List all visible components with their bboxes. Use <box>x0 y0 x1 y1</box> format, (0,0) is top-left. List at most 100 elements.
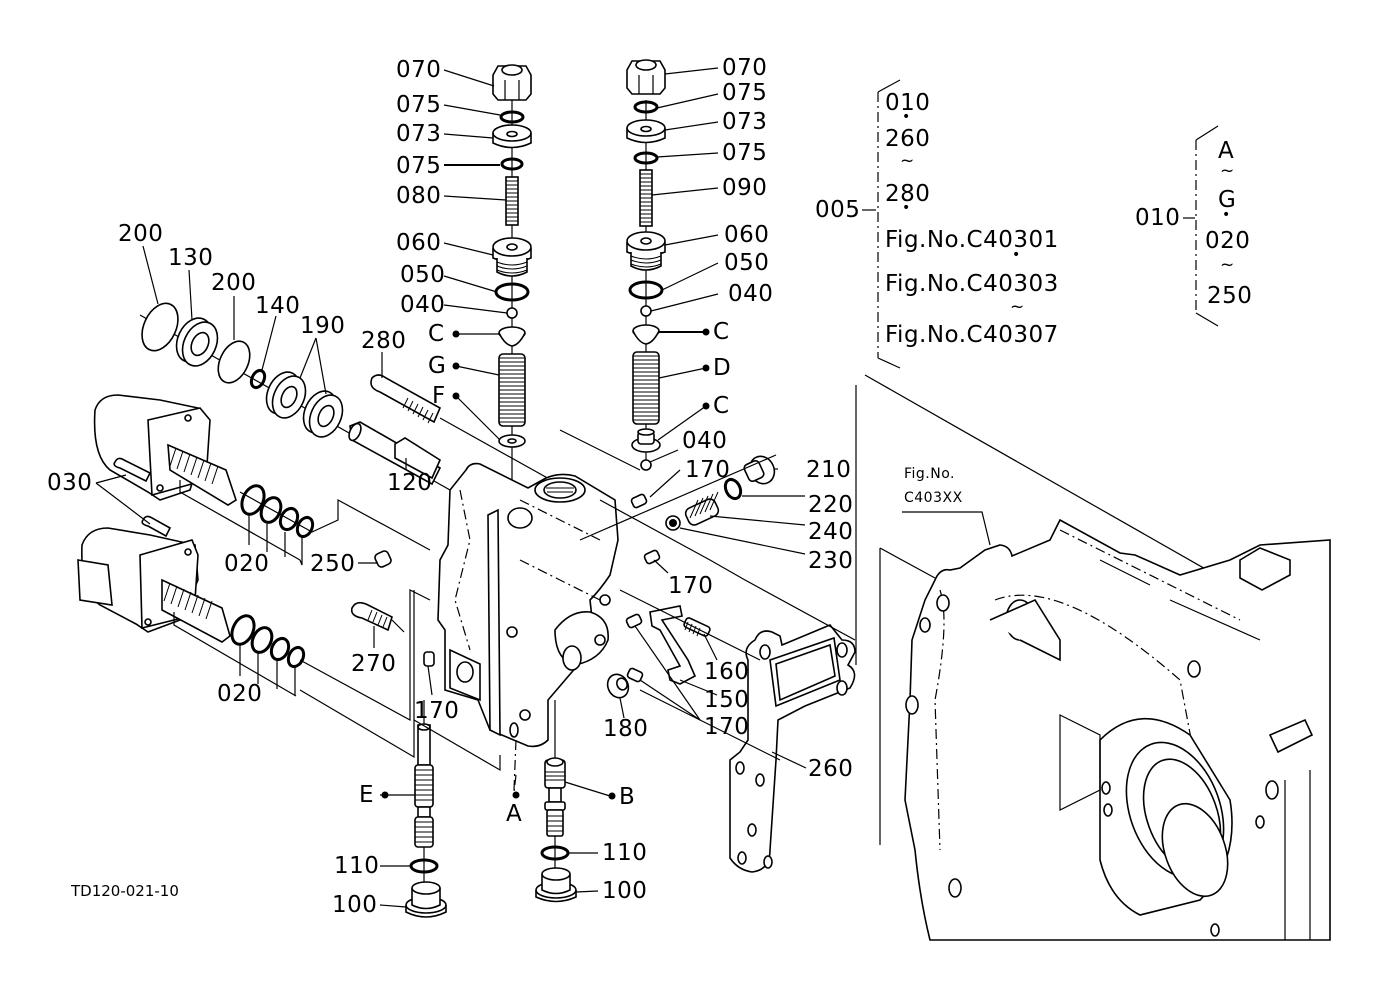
ball-040-right <box>640 305 652 317</box>
label-100-right: 100 <box>602 878 648 904</box>
label-060-right: 060 <box>724 222 770 248</box>
label-170-top: 170 <box>685 457 731 483</box>
shaft-120 <box>348 421 442 486</box>
ball-040-left <box>506 307 518 319</box>
gasket-plate-260 <box>729 624 856 873</box>
label-110-left: 110 <box>334 853 380 879</box>
group-005-item-2: 260 <box>885 126 931 152</box>
label-200-outer: 200 <box>118 221 164 247</box>
plug-100-right <box>535 867 577 903</box>
label-073-left: 073 <box>396 121 442 147</box>
plug-210 <box>743 455 776 485</box>
cap-nut-070-right <box>626 59 666 95</box>
plug-100-left <box>405 881 447 918</box>
label-220: 220 <box>808 492 854 518</box>
label-230: 230 <box>808 548 854 574</box>
label-E: E <box>359 782 375 808</box>
group-005-item-6: Fig.No.C40301 <box>885 227 1059 253</box>
label-030: 030 <box>47 470 93 496</box>
label-170-lower: 170 <box>704 714 750 740</box>
label-050-right: 050 <box>724 250 770 276</box>
label-075-right-lower: 075 <box>722 140 768 166</box>
group-010-item-2: G <box>1218 187 1237 213</box>
group-005-sep-9: ~ <box>1010 297 1025 317</box>
spring-G <box>498 353 526 427</box>
group-010-bracket <box>1183 125 1219 327</box>
o-ring-075-left-upper <box>499 110 525 124</box>
label-040-right-lower: 040 <box>682 428 728 454</box>
label-130: 130 <box>168 245 214 271</box>
label-100-left: 100 <box>332 892 378 918</box>
plug-230 <box>665 515 681 531</box>
figure-ref-code: C403XX <box>904 490 963 506</box>
right-relief-valve-stack <box>626 59 666 471</box>
plug-060-left <box>492 237 532 277</box>
plug-170-top <box>630 493 648 509</box>
label-F: F <box>432 383 446 409</box>
shaft-bearing-assembly <box>139 302 451 491</box>
label-170-mid: 170 <box>668 573 714 599</box>
seat-C-right-lower <box>631 428 661 453</box>
label-D: D <box>713 355 732 381</box>
group-005-sep-3: ~ <box>900 151 915 171</box>
group-005-item-10: Fig.No.C40307 <box>885 322 1059 348</box>
group-010-sep-1: ~ <box>1220 161 1235 181</box>
adjust-screw-090 <box>639 169 653 227</box>
nut-073-left <box>492 124 532 149</box>
label-270: 270 <box>351 651 397 677</box>
o-ring-075-right-upper <box>633 100 659 114</box>
callout-dots <box>381 328 710 800</box>
group-005-item-8: Fig.No.C40303 <box>885 271 1059 297</box>
label-090: 090 <box>722 175 768 201</box>
valve-body-housing <box>437 462 619 748</box>
group-010-item-4: 020 <box>1205 228 1251 254</box>
plug-170-lower-b <box>626 667 644 683</box>
o-rings-020-lower <box>173 612 306 697</box>
solenoid-valve-upper <box>93 394 237 506</box>
label-210: 210 <box>806 457 852 483</box>
plug-170-lower-a <box>625 613 643 629</box>
label-C-right-upper: C <box>713 319 730 345</box>
label-110-right: 110 <box>602 840 648 866</box>
label-G: G <box>428 353 447 379</box>
bolt-270 <box>350 601 393 632</box>
bracket-150 <box>649 605 697 685</box>
adjust-screw-080 <box>505 176 519 226</box>
label-020-upper: 020 <box>224 551 270 577</box>
oil-seal-130 <box>175 317 219 367</box>
label-020-lower: 020 <box>217 681 263 707</box>
label-280: 280 <box>361 328 407 354</box>
label-040-right: 040 <box>728 281 774 307</box>
label-190: 190 <box>300 313 346 339</box>
label-050-left: 050 <box>400 262 446 288</box>
group-005-bracket <box>862 79 901 369</box>
bolt-280 <box>370 374 561 486</box>
plug-060-right <box>626 231 666 271</box>
group-010-item-6: 250 <box>1207 283 1253 309</box>
label-C-left: C <box>428 321 445 347</box>
seat-C-right-upper <box>632 324 660 345</box>
label-260: 260 <box>808 756 854 782</box>
label-120: 120 <box>387 470 433 496</box>
group-005-item-0: 010 <box>885 90 931 116</box>
cap-nut-070-left <box>492 64 532 101</box>
group-005-sep-5: • <box>902 200 911 216</box>
label-060-left: 060 <box>396 230 442 256</box>
group-005-key: 005 <box>815 197 861 223</box>
drawing-code: TD120-021-10 <box>71 882 179 900</box>
group-010-sep-3: • <box>1222 207 1231 223</box>
plug-170-left <box>423 651 435 667</box>
label-240: 240 <box>808 519 854 545</box>
spring-D <box>632 351 660 425</box>
group-005-item-4: 280 <box>885 181 931 207</box>
collar-140 <box>249 368 267 390</box>
ball-040-right-lower <box>640 459 652 471</box>
transmission-case <box>855 374 1331 941</box>
snap-ring-200-outer <box>141 302 179 352</box>
plug-170-mid <box>643 549 661 565</box>
label-070-right: 070 <box>722 55 768 81</box>
nut-073-right <box>626 119 666 144</box>
label-075-left-upper: 075 <box>396 92 442 118</box>
